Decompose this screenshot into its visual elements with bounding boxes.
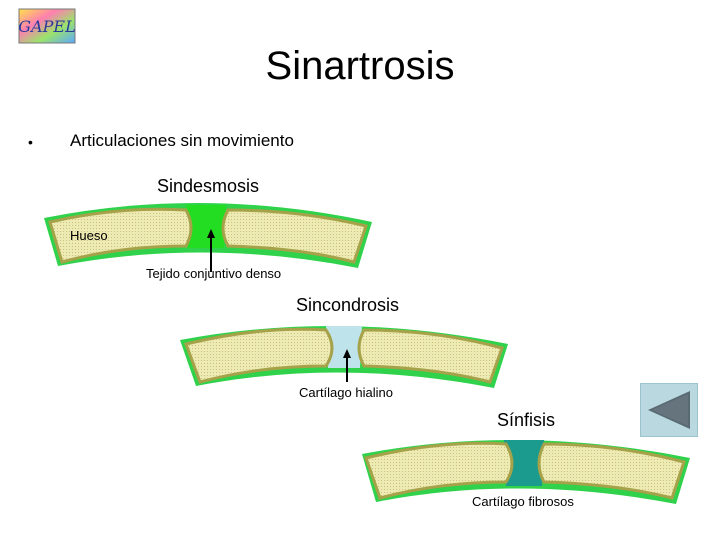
logo: GAPEL — [18, 8, 76, 44]
dense-tissue-label: Tejido conjuntivo denso — [146, 266, 282, 281]
sinfisis-diagram — [362, 439, 690, 504]
sindesmosis-label: Sindesmosis — [157, 176, 260, 196]
logo-text: GAPEL — [18, 17, 75, 36]
sincondrosis-hyaline-cartilage — [326, 326, 362, 368]
bullet-text: Articulaciones sin movimiento — [70, 131, 294, 150]
sinfisis-label: Sínfisis — [497, 410, 556, 430]
sinfisis-bone-right — [537, 442, 686, 500]
sincondrosis-bone-right — [357, 328, 504, 384]
bone-label: Hueso — [70, 228, 108, 243]
triangle-left-icon — [640, 383, 698, 437]
sindesmosis-diagram — [44, 202, 372, 272]
slide-title: Sinartrosis — [265, 44, 455, 88]
bullet-marker: • — [28, 134, 33, 150]
sincondrosis-pointer-arrow — [343, 349, 351, 358]
sindesmosis-pointer-arrow — [207, 229, 215, 238]
sincondrosis-diagram — [180, 325, 508, 388]
fibrocartilage-label: Cartílago fibrosos — [472, 494, 574, 509]
sinfisis-fibrocartilage — [504, 440, 544, 486]
sincondrosis-label: Sincondrosis — [296, 295, 400, 315]
sindesmosis-bone-left — [48, 207, 193, 264]
sinfisis-bone-left — [364, 441, 514, 500]
sindesmosis-bone-right — [221, 208, 368, 264]
logo-graphic: GAPEL — [18, 8, 76, 44]
sindesmosis-dense-tissue — [186, 205, 226, 248]
back-button[interactable] — [640, 383, 698, 437]
sincondrosis-bone-left — [184, 327, 334, 384]
hyaline-cartilage-label: Cartílago hialino — [299, 385, 393, 400]
